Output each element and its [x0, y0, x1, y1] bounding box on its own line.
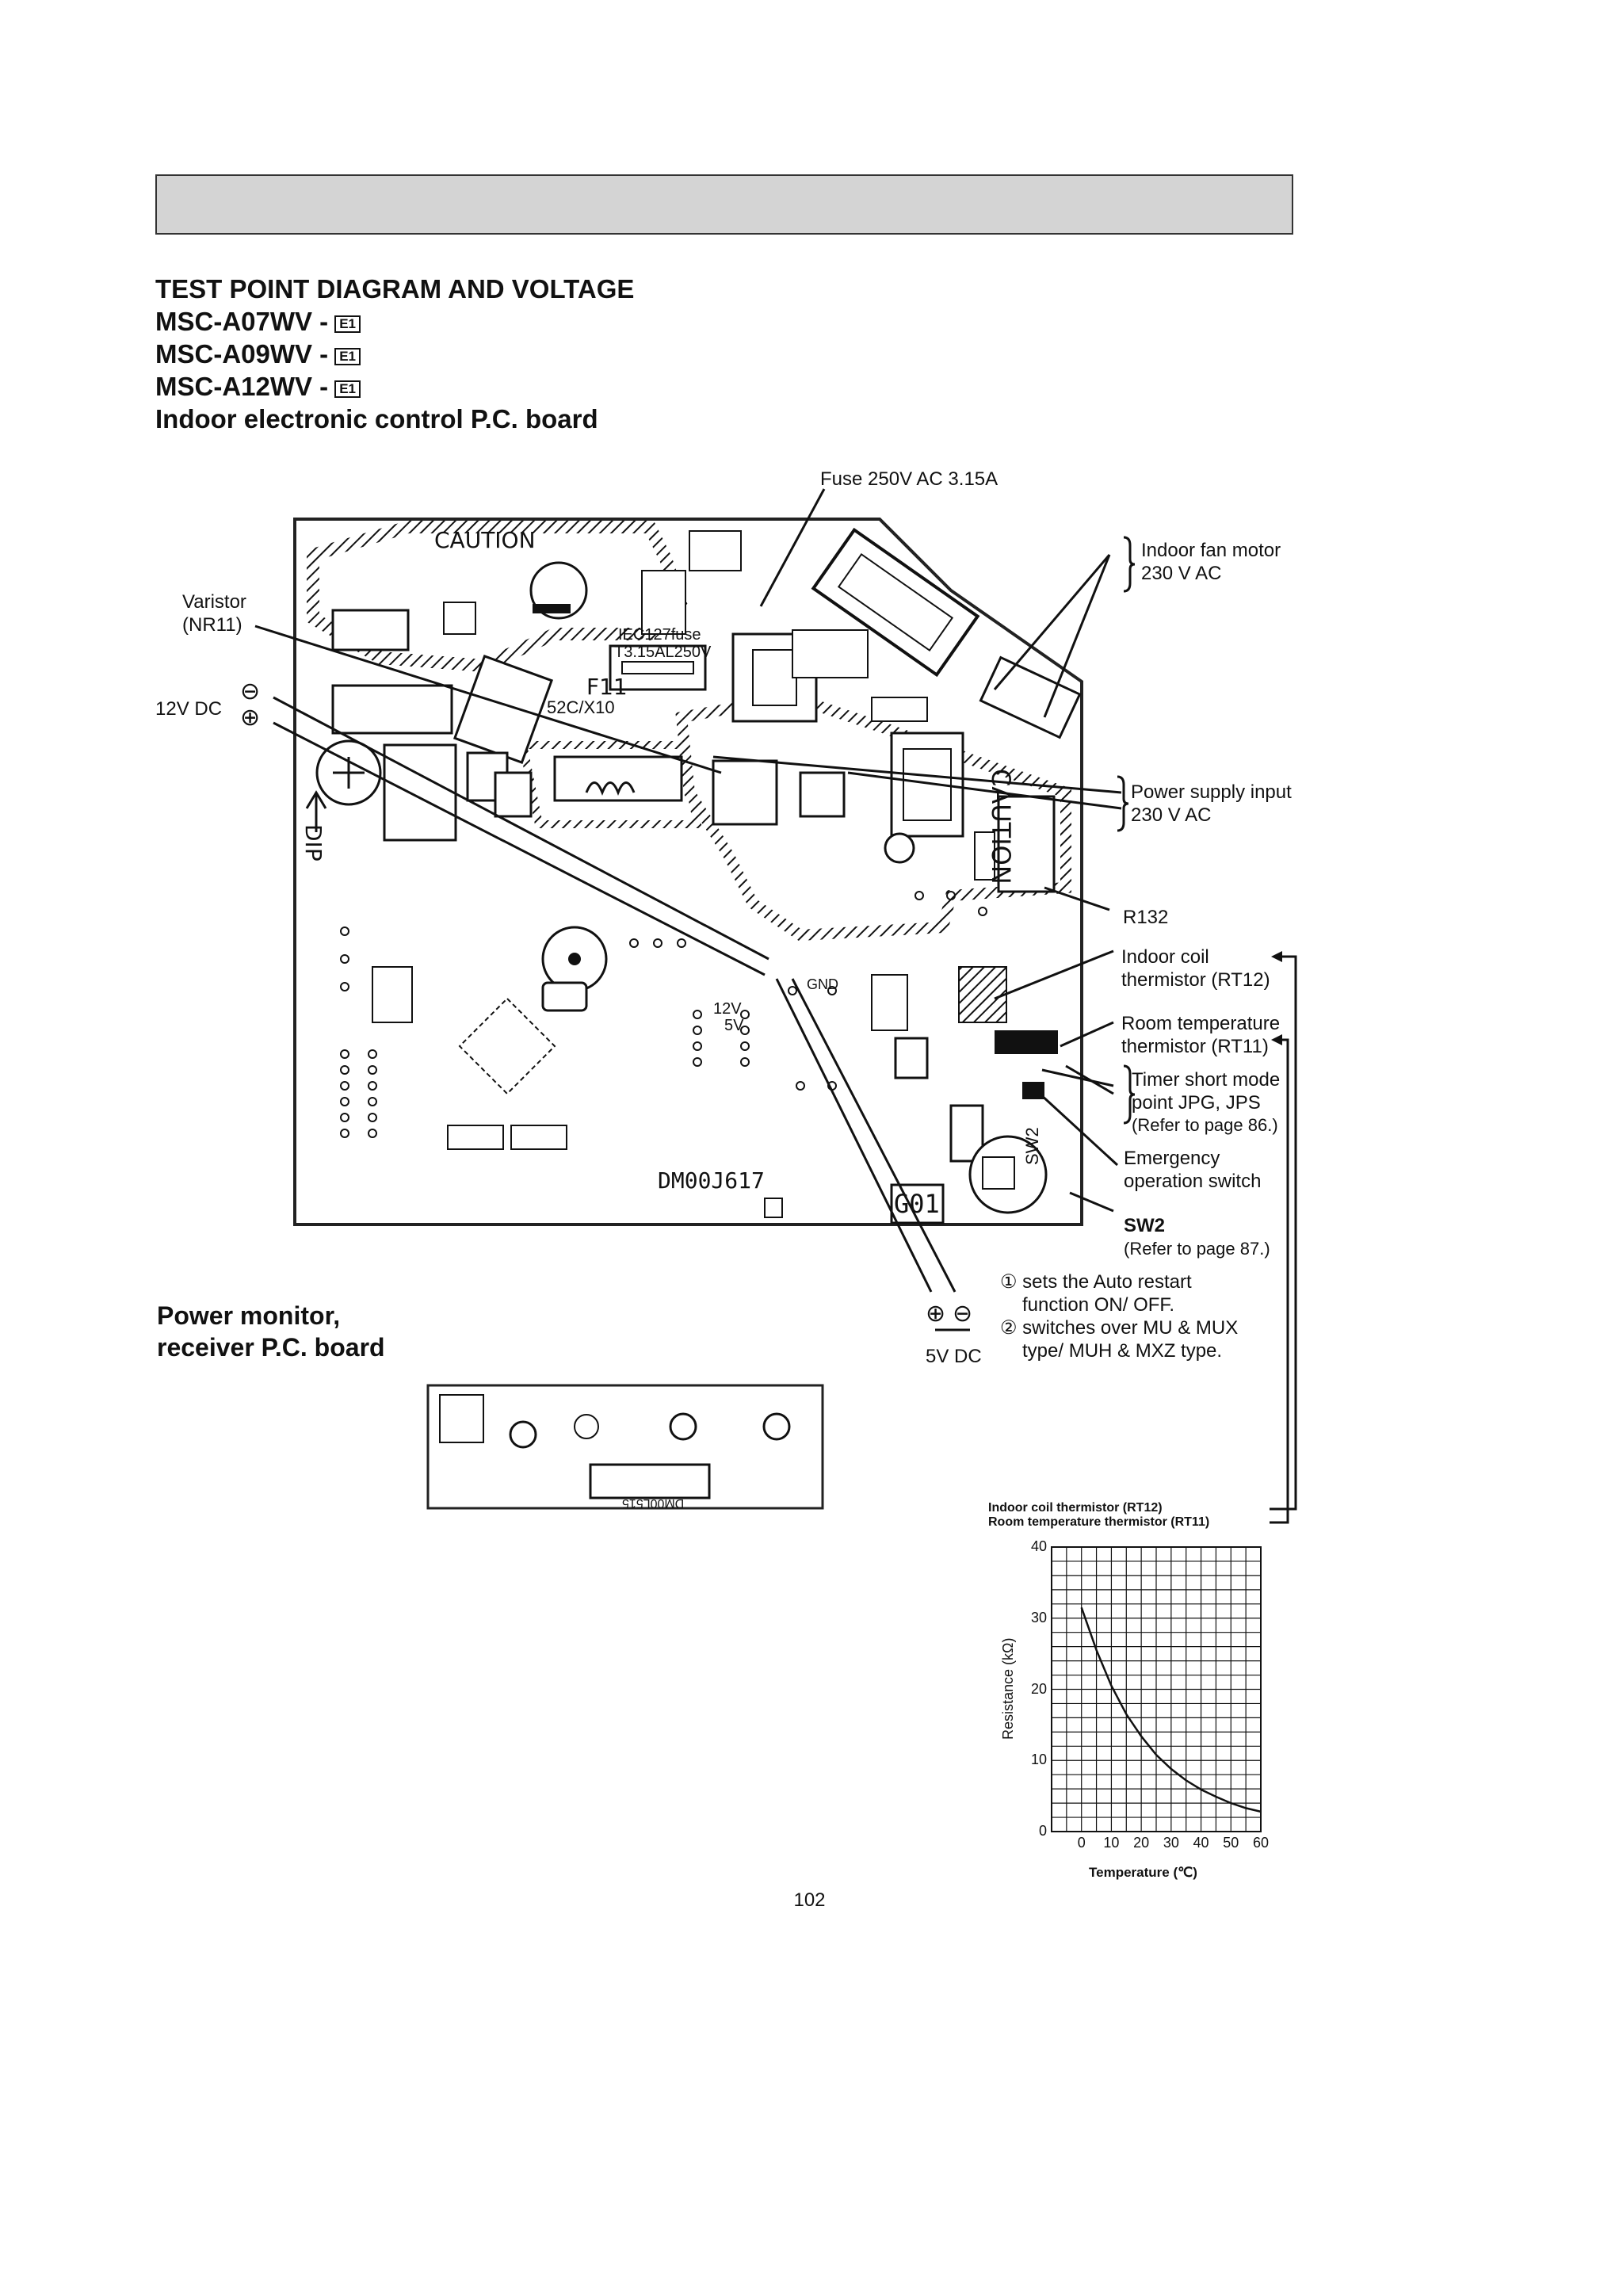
room-thermistor-label: Room temperature thermistor (RT11) [1121, 1013, 1281, 1057]
chart-x-tick-label: 0 [1077, 1835, 1086, 1851]
power-leader-1 [712, 755, 1122, 794]
title-block: TEST POINT DIAGRAM AND VOLTAGE MSC-A07WV… [155, 273, 634, 435]
pcb-caution-side-label: CAUTION [986, 769, 1016, 884]
chart-grid [1052, 1547, 1261, 1832]
ic-diamond [458, 997, 556, 1095]
power-monitor-title: Power monitor, receiver P.C. board [157, 1301, 385, 1362]
chart-y-tick-label: 0 [1038, 1823, 1047, 1839]
12vdc-plus-leader [273, 721, 766, 976]
board-title: Indoor electronic control P.C. board [155, 404, 598, 434]
timer-leader-2 [1065, 1064, 1114, 1095]
chart-ylabel: Resistance (kΩ) [1000, 1637, 1016, 1740]
chart-x-tick-label: 60 [1252, 1835, 1270, 1851]
pcb-part-number: DM00J617 [658, 1167, 765, 1194]
room-leader [1060, 1021, 1114, 1048]
varistor-label: Varistor (NR11) [182, 591, 246, 636]
5vdc-minus-symbol: ⊖ [953, 1301, 973, 1327]
chart-x-tick-label: 30 [1163, 1835, 1179, 1851]
r132-leader [1044, 886, 1110, 911]
fuse-leader [759, 488, 826, 607]
chart-y-tick-label: 40 [1030, 1538, 1047, 1554]
pcb-sw2-label: SW2 [1022, 1127, 1042, 1165]
chart-x-tick-label: 10 [1103, 1835, 1120, 1851]
varistor-leader [254, 625, 722, 774]
pcb-g01-label: G01 [894, 1189, 940, 1219]
resistance-curve [1080, 1606, 1262, 1813]
timer-leader-1 [1041, 1068, 1114, 1087]
pcb-caution-label: CAUTION [434, 527, 536, 553]
header-band [155, 174, 1293, 235]
12vdc-minus-leader [273, 696, 769, 961]
caution-zone-heater [517, 741, 703, 828]
page-title: TEST POINT DIAGRAM AND VOLTAGE [155, 274, 635, 304]
capacitor-large [811, 527, 980, 678]
12vdc-minus-symbol: ⊖ [240, 678, 261, 705]
e1-badge: E1 [334, 380, 361, 398]
dip-arrow [305, 790, 327, 832]
pcb2-part-number: DM00L515 [622, 1496, 685, 1510]
5vdc-label: 5V DC [926, 1346, 982, 1367]
emergency-switch-label: Emergency operation switch [1124, 1148, 1262, 1192]
chart-title-2: Room temperature thermistor (RT11) [988, 1515, 1210, 1529]
r132-label: R132 [1123, 907, 1169, 928]
model-line-3: MSC-A12WV -E1 [155, 370, 634, 403]
pcb-f11-label: F11 [586, 674, 628, 700]
coil-leader [994, 949, 1114, 1000]
pcb-fuse-label: IEC127fuse [618, 626, 701, 644]
power-supply-label: Power supply input 230 V AC [1131, 781, 1292, 826]
5vdc-plus-symbol: ⊕ [926, 1301, 946, 1327]
chart-x-tick-label: 20 [1133, 1835, 1150, 1851]
coil-thermistor-label: Indoor coil thermistor (RT12) [1121, 946, 1270, 991]
fuse-holder [609, 644, 707, 691]
chart-y-tick-label: 10 [1030, 1752, 1047, 1768]
chart-x-tick-label: 40 [1193, 1835, 1209, 1851]
pcb-dip-label: DIP [300, 824, 326, 861]
e1-badge: E1 [334, 315, 361, 333]
timer-short-label: Timer short mode point JPG, JPS (Refer t… [1132, 1069, 1281, 1135]
fuse-label: Fuse 250V AC 3.15A [820, 468, 999, 490]
chart-xlabel: Temperature (℃) [1089, 1865, 1197, 1880]
pcb-12v-label: 12V [713, 1000, 742, 1018]
power-leader-2 [847, 771, 1122, 810]
chart-y-tick-label: 20 [1030, 1680, 1047, 1697]
pcb-gnd-label: GND [807, 976, 838, 992]
12vdc-label: 12V DC [155, 698, 223, 720]
emergency-leader [1038, 1092, 1119, 1167]
pcb-5v-label: 5V [724, 1017, 744, 1034]
page-number: 102 [793, 1889, 826, 1911]
power-connector [331, 684, 453, 735]
12vdc-plus-symbol: ⊕ [240, 705, 261, 731]
pcb-fuse-rating-label: T3.15AL250V [614, 644, 712, 661]
5vdc-minus-leader [791, 978, 957, 1293]
sw2-ref-label: (Refer to page 87.) [1124, 1239, 1270, 1259]
chart-title-1: Indoor coil thermistor (RT12) [988, 1501, 1163, 1515]
fan-motor-label: Indoor fan motor 230 V AC [1141, 540, 1281, 584]
5vdc-plus-leader [775, 978, 933, 1293]
chart-y-tick-label: 30 [1030, 1609, 1047, 1626]
caution-zone-right [675, 691, 1071, 942]
sw2-leader [1069, 1191, 1114, 1213]
model-line-2: MSC-A09WV -E1 [155, 338, 634, 370]
sw2-label: SW2 [1124, 1215, 1166, 1236]
e1-badge: E1 [334, 348, 361, 365]
sw2-note: ① sets the Auto restart function ON/ OFF… [1000, 1271, 1239, 1362]
model-line-1: MSC-A07WV -E1 [155, 305, 634, 338]
chart-x-tick-label: 50 [1223, 1835, 1239, 1851]
pcb-52c-label: 52C/X10 [547, 697, 615, 717]
